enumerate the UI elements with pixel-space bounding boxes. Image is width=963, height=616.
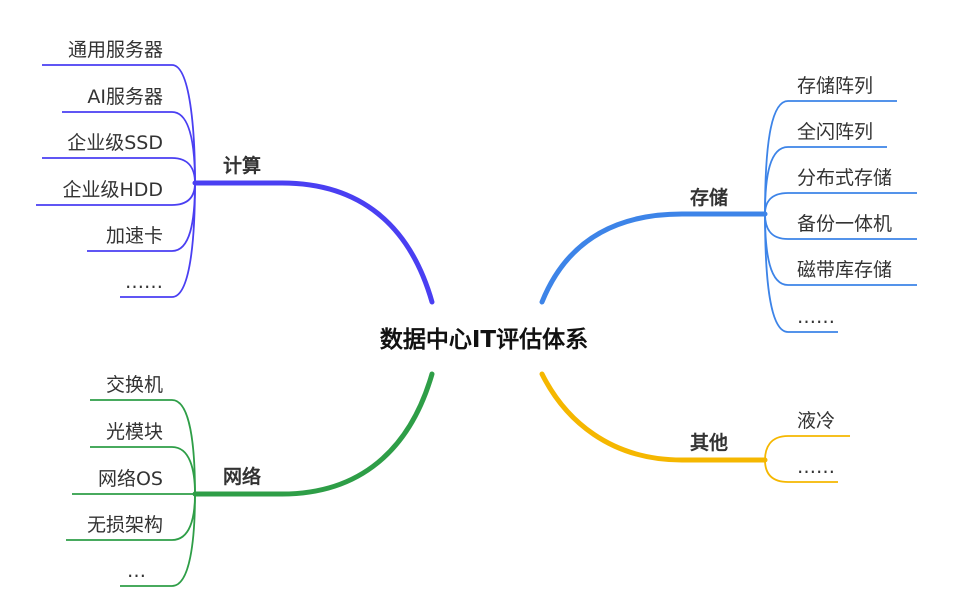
- leaf-connector: [42, 157, 196, 184]
- leaf-backup-appliance: 备份一体机: [797, 213, 892, 235]
- branch-label-storage: 存储: [690, 186, 728, 209]
- compute-leaf-labels: 通用服务器 AI服务器 企业级SSD 企业级HDD 加速卡 ……: [62, 39, 163, 293]
- branch-label-other: 其他: [690, 431, 728, 454]
- storage-leaves: [764, 100, 917, 333]
- network-leaves: [66, 399, 196, 587]
- leaf-lossless-architecture: 无损架构: [87, 514, 163, 536]
- leaf-general-server: 通用服务器: [68, 39, 163, 61]
- leaf-connector: [764, 146, 887, 215]
- leaf-enterprise-hdd: 企业级HDD: [62, 179, 163, 201]
- network-leaf-labels: 交换机 光模块 网络OS 无损架构 …: [87, 374, 163, 582]
- network-branch-curve: [192, 371, 435, 497]
- leaf-connector: [764, 213, 838, 333]
- compute-branch-curve: [192, 180, 435, 305]
- leaf-optical-module: 光模块: [106, 421, 163, 443]
- leaf-distributed-storage: 分布式存储: [797, 167, 892, 189]
- other-branch-curve: [539, 371, 768, 463]
- leaf-connector: [62, 111, 196, 184]
- other-leaf-labels: 液冷 ……: [797, 410, 835, 478]
- compute-leaves: [36, 64, 196, 298]
- leaf-connector: [120, 493, 196, 587]
- leaf-network-os: 网络OS: [98, 468, 163, 490]
- leaf-connector: [42, 64, 196, 184]
- other-leaves: [764, 435, 850, 483]
- leaf-connector: [120, 182, 196, 298]
- leaf-connector: [90, 446, 196, 495]
- leaf-connector: [764, 459, 838, 483]
- leaf-liquid-cooling: 液冷: [797, 410, 835, 432]
- leaf-storage-array: 存储阵列: [797, 75, 873, 97]
- leaf-switch: 交换机: [106, 374, 163, 396]
- leaf-all-flash-array: 全闪阵列: [797, 121, 873, 143]
- leaf-connector: [764, 435, 850, 461]
- leaf-enterprise-ssd: 企业级SSD: [67, 132, 163, 154]
- leaf-ai-server: AI服务器: [87, 86, 163, 108]
- branch-label-network: 网络: [223, 465, 261, 488]
- storage-leaf-labels: 存储阵列 全闪阵列 分布式存储 备份一体机 磁带库存储 ……: [797, 75, 892, 328]
- leaf-ellipsis: ……: [125, 271, 163, 293]
- storage-branch-curve: [539, 211, 768, 305]
- leaf-ellipsis: ……: [797, 456, 835, 478]
- center-title: 数据中心IT评估体系: [380, 327, 588, 353]
- branch-label-compute: 计算: [223, 154, 261, 177]
- leaf-connector: [764, 192, 917, 215]
- leaf-ellipsis: …: [127, 560, 146, 582]
- leaf-tape-library: 磁带库存储: [797, 259, 892, 281]
- leaf-connector: [764, 100, 897, 215]
- leaf-accelerator-card: 加速卡: [106, 225, 163, 247]
- leaf-ellipsis: ……: [797, 306, 835, 328]
